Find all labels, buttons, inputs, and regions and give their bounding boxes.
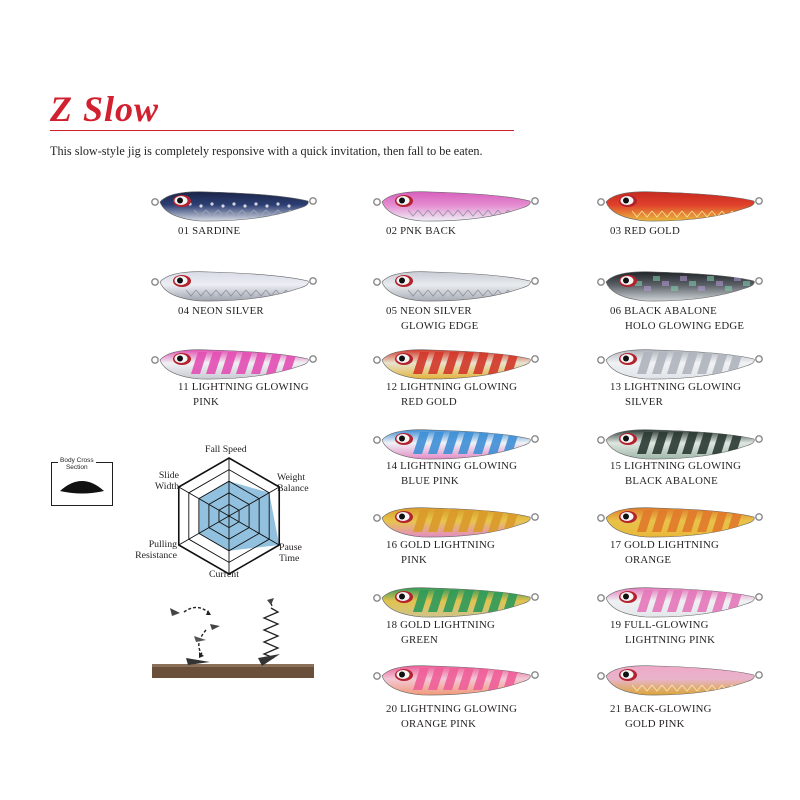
lure-image-16 [372,502,540,540]
lure-caption-line2: PINK [193,396,219,408]
lure-caption-line1: 06 BLACK ABALONE [610,305,717,317]
lure-image-04 [150,266,318,304]
lure-caption-line2: BLUE PINK [401,475,459,487]
lure-caption-05: 05 NEON SILVER GLOWIG EDGE [386,304,478,334]
lure-caption-line1: 11 LIGHTNING GLOWING [178,381,309,393]
lure-caption-line1: 04 NEON SILVER [178,305,264,317]
action-diagram [150,596,316,680]
cross-section-label-line2: Section [65,464,88,471]
body-cross-section-label: Body Cross Section [58,457,96,471]
lure-caption-line2: ORANGE [625,554,672,566]
radar-axis-label-line1: Fall Speed [205,444,247,455]
lure-caption-line1: 02 PNK BACK [386,225,456,237]
lure-caption-line1: 17 GOLD LIGHTNING [610,539,719,551]
radar-axis-label-line2: Width [154,481,179,492]
lure-image-03 [596,186,764,224]
lure-caption-line1: 15 LIGHTNING GLOWING [610,460,742,472]
lure-caption-line1: 01 SARDINE [178,225,241,237]
lure-image-13 [596,344,764,382]
lure-caption-line1: 13 LIGHTNING GLOWING [610,381,742,393]
lure-caption-line2: ORANGE PINK [401,718,477,730]
lure-caption-line1: 14 LIGHTNING GLOWING [386,460,518,472]
lure-caption-line2: HOLO GLOWING EDGE [625,320,745,332]
lure-caption-02: 02 PNK BACK [386,224,456,239]
lure-image-05 [372,266,540,304]
cross-section-label-line1: Body Cross [60,457,94,464]
lure-caption-03: 03 RED GOLD [610,224,680,239]
radar-axis-label-line1: Pause [279,542,302,553]
radar-axis-label-line2: Balance [277,483,309,494]
lure-image-19 [596,582,764,620]
lure-image-01 [150,186,318,224]
lure-caption-14: 14 LIGHTNING GLOWING BLUE PINK [386,459,517,489]
lure-caption-line2: GOLD PINK [625,718,685,730]
lure-caption-line1: 19 FULL-GLOWING [610,619,709,631]
lure-caption-21: 21 BACK-GLOWING GOLD PINK [610,702,712,732]
radar-axis-label-line1: Weight [277,472,306,483]
lure-caption-line2: LIGHTNING PINK [625,634,716,646]
lure-caption-line1: 16 GOLD LIGHTNING [386,539,495,551]
seabed-ground [152,666,314,678]
lure-caption-16: 16 GOLD LIGHTNING PINK [386,538,495,568]
jig-action-illustration [152,598,314,678]
lure-caption-line2: GREEN [401,634,438,646]
cross-section-shape-icon [60,481,104,494]
lure-image-17 [596,502,764,540]
lure-caption-20: 20 LIGHTNING GLOWING ORANGE PINK [386,702,517,732]
lure-image-21 [596,660,764,698]
lure-image-14 [372,424,540,462]
lure-image-02 [372,186,540,224]
lure-caption-04: 04 NEON SILVER [178,304,264,319]
lure-caption-12: 12 LIGHTNING GLOWING RED GOLD [386,380,517,410]
lure-caption-line2: RED GOLD [401,396,457,408]
radar-axis-label: Fall Speed [205,444,247,455]
radar-axis-label-line2: Time [279,553,300,564]
lure-caption-line1: 18 GOLD LIGHTNING [386,619,495,631]
body-cross-section-box: Body Cross Section [51,457,113,506]
lure-caption-line1: 03 RED GOLD [610,225,680,237]
title-rule [50,130,514,131]
lure-caption-06: 06 BLACK ABALONE HOLO GLOWING EDGE [610,304,744,334]
lure-caption-line1: 12 LIGHTNING GLOWING [386,381,518,393]
radar-spoke [178,486,230,517]
jig-lift-icon [258,598,280,666]
lure-caption-17: 17 GOLD LIGHTNING ORANGE [610,538,719,568]
lure-caption-line2: BLACK ABALONE [625,475,718,487]
lure-caption-11: 11 LIGHTNING GLOWING PINK [178,380,309,410]
lure-caption-line2: PINK [401,554,427,566]
jig-fall-icon-1 [170,606,220,665]
lure-caption-18: 18 GOLD LIGHTNING GREEN [386,618,495,648]
lure-caption-line1: 20 LIGHTNING GLOWING [386,703,518,715]
lure-caption-15: 15 LIGHTNING GLOWING BLACK ABALONE [610,459,741,489]
lure-caption-line2: GLOWIG EDGE [401,320,479,332]
lure-image-18 [372,582,540,620]
radar-spoke [228,515,280,546]
lure-image-20 [372,660,540,698]
lure-caption-19: 19 FULL-GLOWING LIGHTNING PINK [610,618,715,648]
radar-axis-label: Current [209,569,239,580]
lure-image-11 [150,344,318,382]
lure-caption-line2: SILVER [625,396,663,408]
intro-text: This slow-style jig is completely respon… [50,144,483,158]
page-title: Z Slow [50,89,160,129]
lure-image-06 [596,266,764,304]
lure-image-15 [596,424,764,462]
radar-axis-label-line1: Pulling [148,539,177,550]
lure-caption-13: 13 LIGHTNING GLOWING SILVER [610,380,741,410]
radar-spoke [178,515,230,546]
lure-image-12 [372,344,540,382]
radar-axis-label-line1: Slide [158,470,179,481]
radar-axis-label-line2: Resistance [135,550,177,561]
radar-svg [177,457,281,575]
lure-caption-line1: 05 NEON SILVER [386,305,472,317]
lure-caption-01: 01 SARDINE [178,224,240,239]
radar-axis-label-line1: Current [209,569,239,580]
lure-caption-line1: 21 BACK-GLOWING [610,703,712,715]
radar-spoke [228,486,280,517]
